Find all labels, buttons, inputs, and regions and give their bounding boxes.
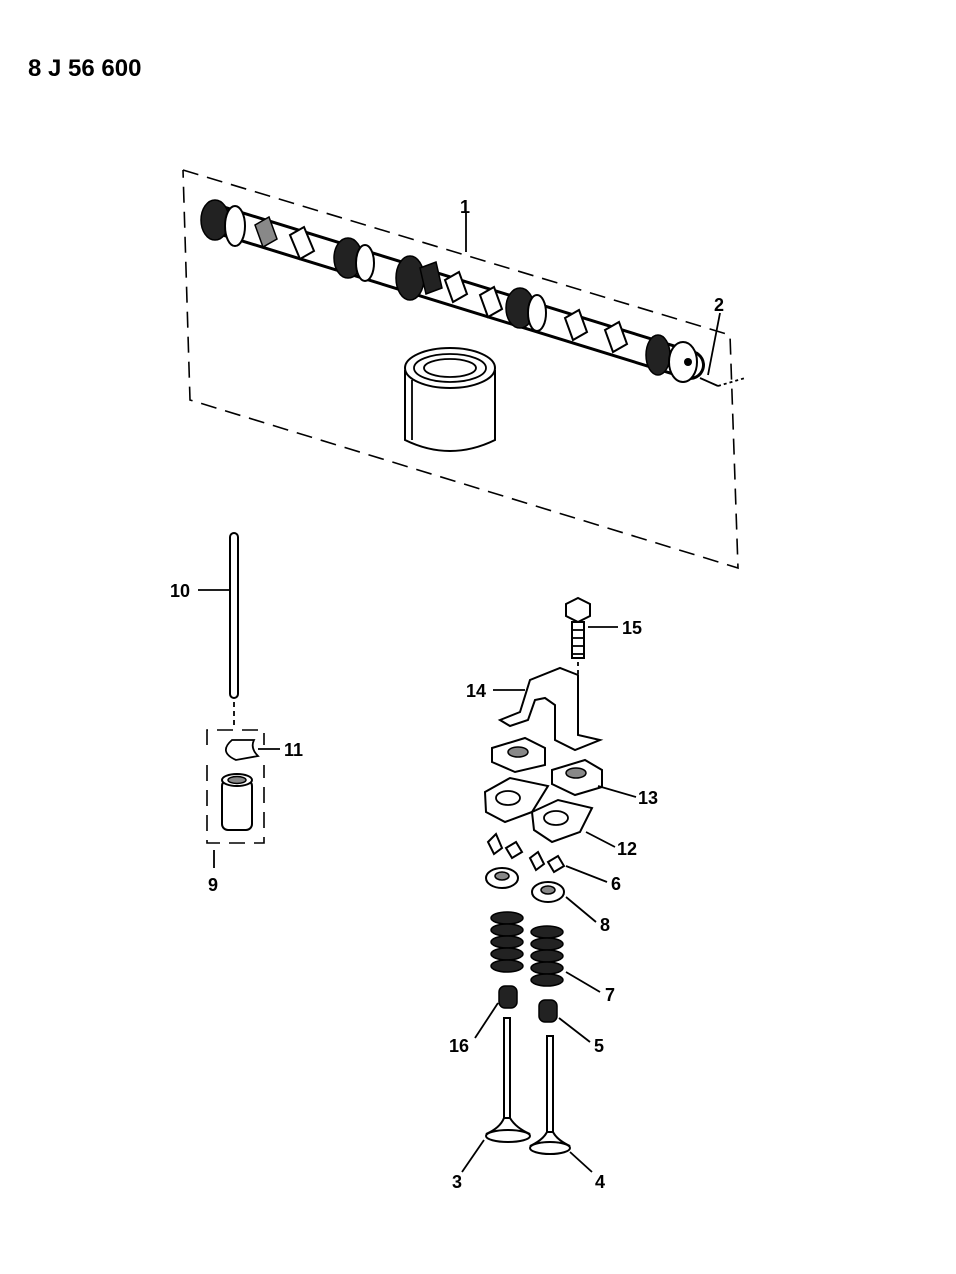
callout-10: 10	[170, 581, 190, 601]
callout-16: 16	[449, 1036, 469, 1056]
callout-6: 6	[611, 874, 621, 894]
bolt	[565, 596, 591, 676]
lubricant-can	[404, 347, 496, 452]
callout-4: 4	[595, 1172, 605, 1192]
leader-lines	[198, 213, 721, 1173]
valve-springs	[490, 911, 564, 987]
camshaft-kit-outline	[182, 169, 739, 570]
intake-valve	[485, 1017, 531, 1143]
callout-14: 14	[466, 681, 486, 701]
callout-8: 8	[600, 915, 610, 935]
callout-7: 7	[605, 985, 615, 1005]
hydraulic-lifter	[221, 773, 253, 831]
callout-11: 11	[284, 740, 303, 760]
valve-keepers	[486, 832, 566, 874]
callout-12: 12	[617, 839, 637, 859]
push-rod	[229, 532, 239, 725]
camshaft	[200, 199, 705, 383]
callout-15: 15	[622, 618, 642, 638]
callout-2: 2	[714, 295, 724, 315]
exhaust-valve	[529, 1035, 571, 1155]
callout-5: 5	[594, 1036, 604, 1056]
callout-9: 9	[208, 875, 218, 895]
spring-retainers	[485, 867, 565, 903]
callout-3: 3	[452, 1172, 462, 1192]
lifter-kit-outline	[206, 729, 265, 844]
callout-13: 13	[638, 788, 658, 808]
valve-stem-seals	[498, 985, 558, 1023]
callout-1: 1	[460, 197, 470, 217]
lifter-clip	[225, 739, 260, 761]
diagram-code: 8 J 56 600	[28, 55, 141, 82]
callout-labels: 1 2 3 4 5 6 7 8 9 10 11 12 13 14 15 16	[170, 197, 724, 1192]
rocker-bridge	[497, 666, 604, 752]
rocker-arms	[483, 776, 594, 844]
dowel-pin	[699, 377, 746, 387]
